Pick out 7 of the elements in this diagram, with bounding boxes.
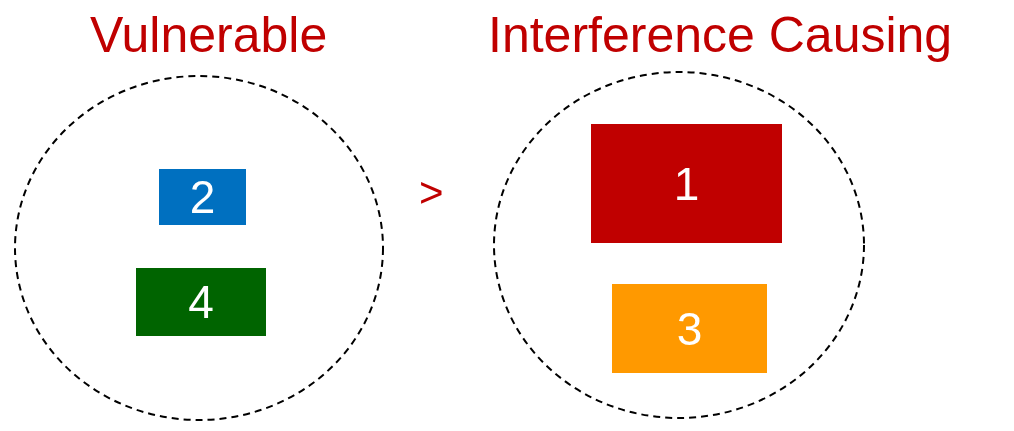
number-box: 4 bbox=[136, 268, 266, 336]
number-box: 2 bbox=[159, 169, 246, 225]
comparison-sign: > bbox=[419, 172, 444, 214]
number-box: 3 bbox=[612, 284, 767, 373]
group-title: Interference Causing bbox=[488, 10, 953, 60]
group-title: Vulnerable bbox=[90, 10, 328, 60]
number-box: 1 bbox=[591, 124, 782, 243]
